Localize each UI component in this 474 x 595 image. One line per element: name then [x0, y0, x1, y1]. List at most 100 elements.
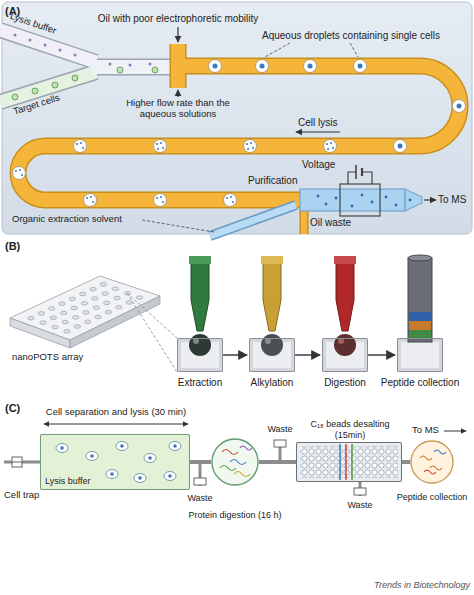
leader-line	[265, 43, 290, 57]
annotation-label: Cell trap	[4, 490, 39, 501]
inlet-channel	[92, 59, 172, 76]
annotation-label: Aqueous droplets containing single cells	[262, 30, 440, 42]
lysed-content	[86, 197, 88, 199]
analyte-dot	[351, 205, 354, 208]
buffer-dot	[44, 44, 47, 47]
droplet	[13, 60, 466, 207]
zoom-line	[127, 293, 177, 338]
well-cup	[177, 338, 443, 372]
annotation-label: Waste	[267, 424, 292, 434]
analyte-dot	[385, 196, 388, 199]
annotation-label: To MS	[412, 425, 439, 436]
node-label: Digestion	[324, 377, 366, 389]
well-node: Peptide collection	[397, 338, 443, 372]
trapped-cell	[106, 470, 118, 479]
lysed-content	[327, 148, 329, 150]
single-cell	[398, 144, 403, 149]
target-cell	[152, 67, 158, 73]
analyte-dot	[317, 194, 412, 208]
cell-nucleus	[60, 444, 177, 480]
panel-background	[2, 2, 472, 234]
trapped-cell	[134, 474, 146, 483]
buffer-dot	[149, 63, 152, 66]
target-cell	[32, 88, 38, 94]
leader-line	[142, 43, 358, 232]
buffer-dot	[59, 49, 62, 52]
oil-channel	[300, 211, 309, 234]
lysed-content	[76, 143, 78, 145]
droplet	[84, 194, 97, 207]
flow-arrow	[444, 431, 466, 432]
oil-channel	[18, 66, 460, 200]
analyte-dot	[317, 195, 320, 198]
annotation-label: Higher flow rate than the aqueous soluti…	[119, 98, 237, 120]
plate-well	[100, 283, 106, 287]
digestion-vessel	[220, 466, 236, 471]
collection-column	[408, 255, 432, 342]
collection-vessel	[410, 440, 454, 484]
plate-well	[116, 305, 122, 309]
inlet-channel	[0, 30, 172, 102]
trapped-cell	[164, 472, 176, 481]
panel-letter: (C)	[5, 402, 20, 415]
plate-well	[126, 301, 132, 305]
analyte-dot	[325, 203, 328, 206]
lysed-content	[332, 147, 334, 149]
channel-connector	[259, 460, 296, 464]
zoom-line	[127, 293, 177, 372]
trapped-cell	[169, 442, 181, 451]
target-cell	[52, 82, 58, 88]
droplet	[224, 194, 237, 207]
node-label: Lysis buffer	[45, 476, 91, 486]
well-node: Digestion	[322, 338, 368, 372]
lysed-content	[15, 142, 334, 203]
trapped-cell	[86, 452, 98, 461]
lysed-content	[230, 196, 232, 198]
voltage-symbol	[355, 165, 357, 179]
channel-connector	[402, 460, 410, 464]
lysed-content	[246, 143, 248, 145]
flow-arrow	[177, 27, 178, 42]
channel-connector	[190, 460, 211, 464]
plate-well	[105, 310, 111, 314]
plate-well	[71, 306, 77, 310]
plate-well	[93, 306, 99, 310]
pipette	[189, 256, 356, 331]
analyte-dot	[335, 197, 338, 200]
annotation-label: Purification	[248, 175, 297, 187]
plate-well	[73, 316, 79, 320]
c18-column	[296, 442, 402, 482]
inlet-channel	[92, 60, 172, 74]
trapped-cell	[144, 454, 156, 463]
plate-well	[112, 287, 118, 291]
lysed-content	[82, 147, 84, 149]
droplet	[324, 140, 337, 153]
lysed-content	[330, 142, 332, 144]
collection-vessel	[420, 456, 432, 460]
plate-well	[28, 316, 34, 320]
collection-column	[408, 258, 432, 342]
flow-arrow	[178, 27, 436, 200]
droplet	[394, 140, 407, 153]
plate-well	[104, 301, 110, 305]
plate-well	[52, 325, 58, 329]
pipette	[191, 262, 209, 331]
digestion-vessel	[234, 472, 250, 477]
collection-vessel	[430, 466, 442, 470]
single-cell	[457, 104, 462, 109]
buffer-dot	[14, 34, 17, 37]
droplet	[256, 60, 269, 73]
plate-well	[83, 311, 89, 315]
valve	[12, 457, 22, 467]
buffer-dot	[129, 64, 132, 67]
capillary	[300, 189, 422, 211]
droplet	[354, 60, 367, 73]
collection-vessel	[424, 470, 436, 474]
single-cell	[213, 64, 218, 69]
lysed-content	[92, 201, 94, 203]
droplet	[209, 60, 222, 73]
plate-well	[80, 292, 86, 296]
solvent-channel	[210, 205, 296, 236]
annotation-label: Voltage	[302, 159, 335, 171]
